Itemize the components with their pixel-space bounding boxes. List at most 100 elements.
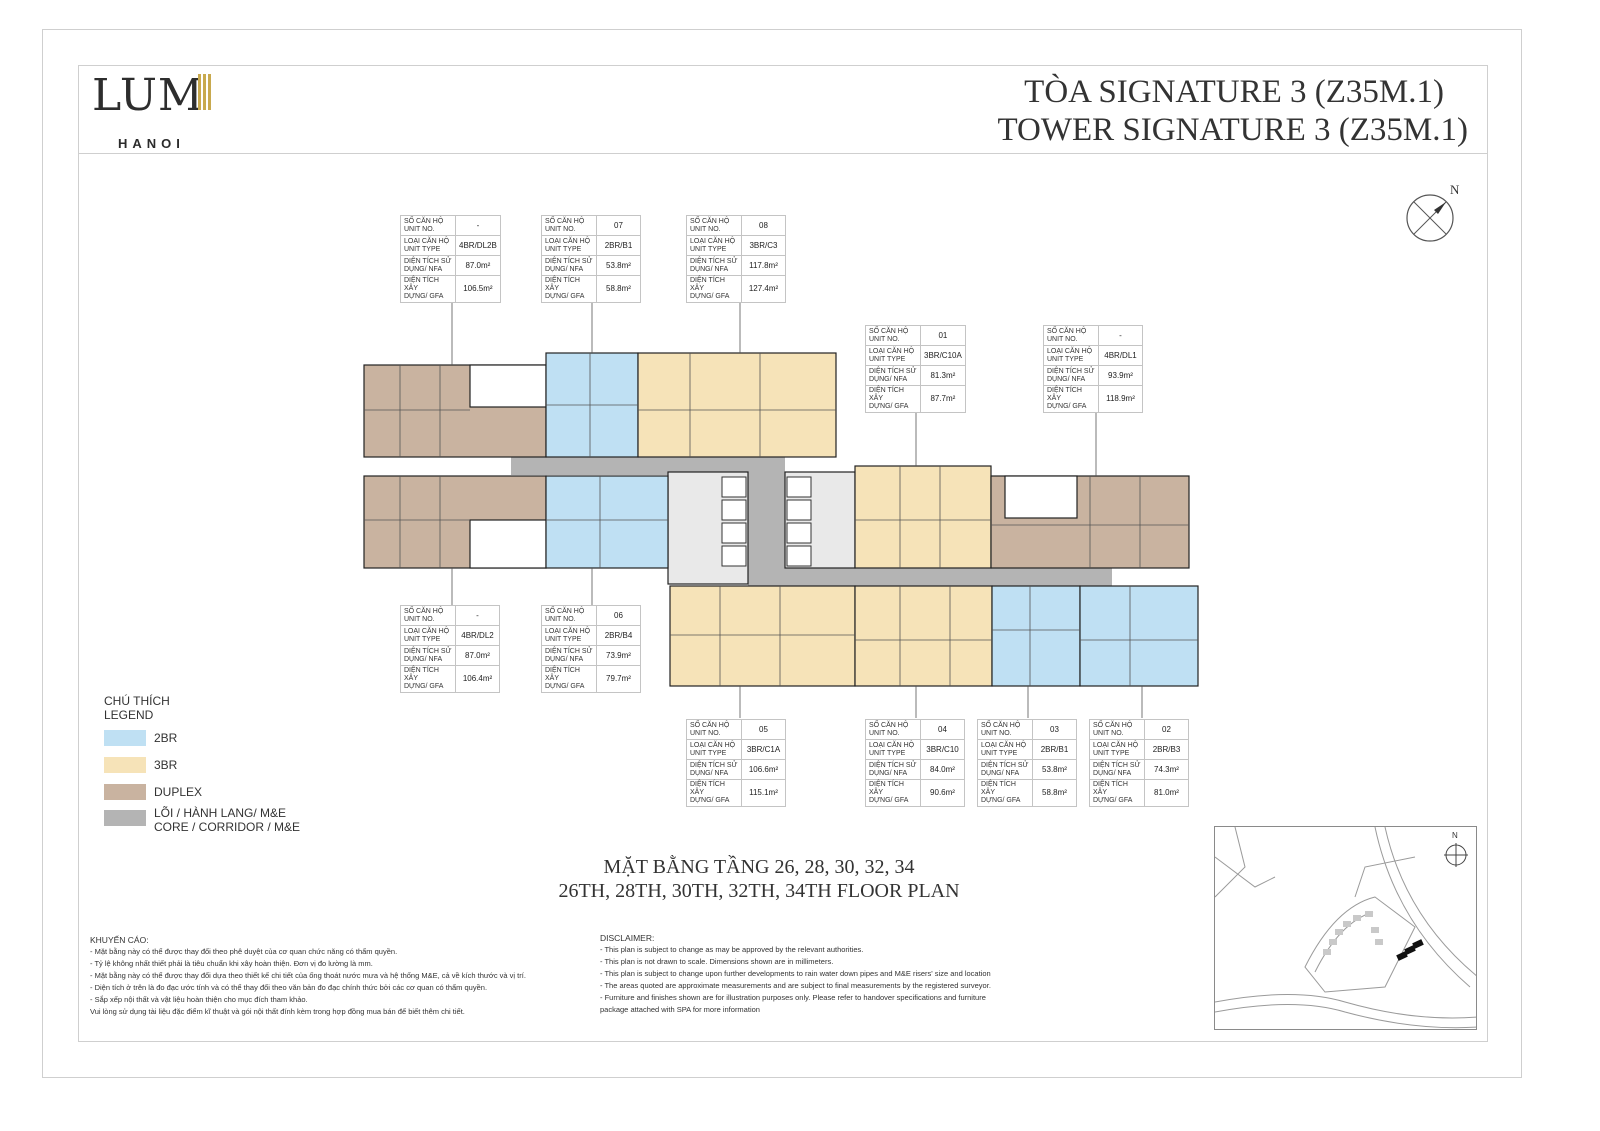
disclaimer-vn-heading: KHUYẾN CÁO: (90, 935, 149, 945)
spec-value-type: 4BR/DL1 (1098, 345, 1143, 366)
disclaimer-en-heading: DISCLAIMER: (600, 933, 655, 943)
spec-value-gfa: 58.8m² (1032, 779, 1077, 807)
spec-value-gfa: 127.4m² (741, 275, 786, 303)
spec-value-type: 2BR/B3 (1144, 739, 1189, 760)
header-divider (78, 153, 1488, 154)
spec-value-type: 2BR/B1 (1032, 739, 1077, 760)
spec-value-unit-no: 05 (741, 719, 786, 740)
spec-value-unit-no: - (455, 605, 500, 626)
disclaimer-vn-line: - Mặt bằng này có thể được thay đổi dựa … (90, 971, 526, 980)
legend-swatch-duplex (104, 784, 146, 800)
spec-value-type: 4BR/DL2 (455, 625, 500, 646)
disclaimer-vn-line: Vui lòng sử dụng tài liệu đặc điểm kĩ th… (90, 1007, 465, 1016)
tower-title-en: TOWER SIGNATURE 3 (Z35M.1) (997, 112, 1468, 148)
compass-icon: N (1406, 182, 1460, 242)
disclaimer-en-line: - This plan is not drawn to scale. Dimen… (600, 957, 834, 966)
brand-logo-mark (198, 74, 212, 110)
spec-value-nfa: 53.8m² (1032, 759, 1077, 780)
brand-logo: LUM (92, 70, 204, 121)
spec-value-gfa: 81.0m² (1144, 779, 1189, 807)
spec-value-nfa: 93.9m² (1098, 365, 1143, 386)
spec-value-type: 4BR/DL2B (455, 235, 501, 256)
legend-label-core-vn: LÕI / HÀNH LANG/ M&E (154, 806, 287, 820)
spec-value-unit-no: 02 (1144, 719, 1189, 740)
spec-value-gfa: 115.1m² (741, 779, 786, 807)
spec-value-unit-no: 08 (741, 215, 786, 236)
spec-value-gfa: 87.7m² (920, 385, 966, 413)
spec-value-nfa: 117.8m² (741, 255, 786, 276)
disclaimer-vn-line: - Tỷ lệ không nhất thiết phải là tiêu ch… (90, 959, 373, 968)
disclaimer-en: DISCLAIMER: - This plan is subject to ch… (600, 932, 991, 1016)
spec-value-unit-no: 04 (920, 719, 965, 740)
spec-value-nfa: 84.0m² (920, 759, 965, 780)
spec-value-nfa: 87.0m² (455, 645, 500, 666)
disclaimer-en-line: - This plan is subject to change as may … (600, 945, 864, 954)
spec-value-unit-no: 01 (920, 325, 966, 346)
spec-value-gfa: 118.9m² (1098, 385, 1143, 413)
legend-title-en: LEGEND (104, 708, 154, 722)
spec-value-type: 3BR/C10 (920, 739, 965, 760)
disclaimer-vn-line: - Diện tích ở trên là đo đạc ước tính và… (90, 983, 488, 992)
spec-value-nfa: 81.3m² (920, 365, 966, 386)
legend-label-2br: 2BR (154, 731, 178, 745)
disclaimer-en-line: - This plan is subject to change upon fu… (600, 969, 991, 978)
spec-value-gfa: 58.8m² (596, 275, 641, 303)
spec-value-nfa: 73.9m² (596, 645, 641, 666)
legend-title-vn: CHÚ THÍCH (104, 694, 170, 708)
spec-value-nfa: 74.3m² (1144, 759, 1189, 780)
spec-value-type: 3BR/C1A (741, 739, 786, 760)
disclaimer-vn-line: - Sắp xếp nội thất và vật liệu hoàn thiệ… (90, 995, 308, 1004)
site-key-plan: N (1214, 826, 1477, 1030)
spec-value-type: 2BR/B1 (596, 235, 641, 256)
legend-label-3br: 3BR (154, 758, 178, 772)
legend-label-core-en: CORE / CORRIDOR / M&E (154, 820, 301, 834)
spec-value-type: 3BR/C10A (920, 345, 966, 366)
spec-value-type: 3BR/C3 (741, 235, 786, 256)
compass-north-label: N (1450, 182, 1460, 197)
spec-value-nfa: 106.6m² (741, 759, 786, 780)
disclaimer-en-line: - Furniture and finishes shown are for i… (600, 993, 986, 1002)
plan-title-en: 26TH, 28TH, 30TH, 32TH, 34TH FLOOR PLAN (558, 880, 960, 902)
